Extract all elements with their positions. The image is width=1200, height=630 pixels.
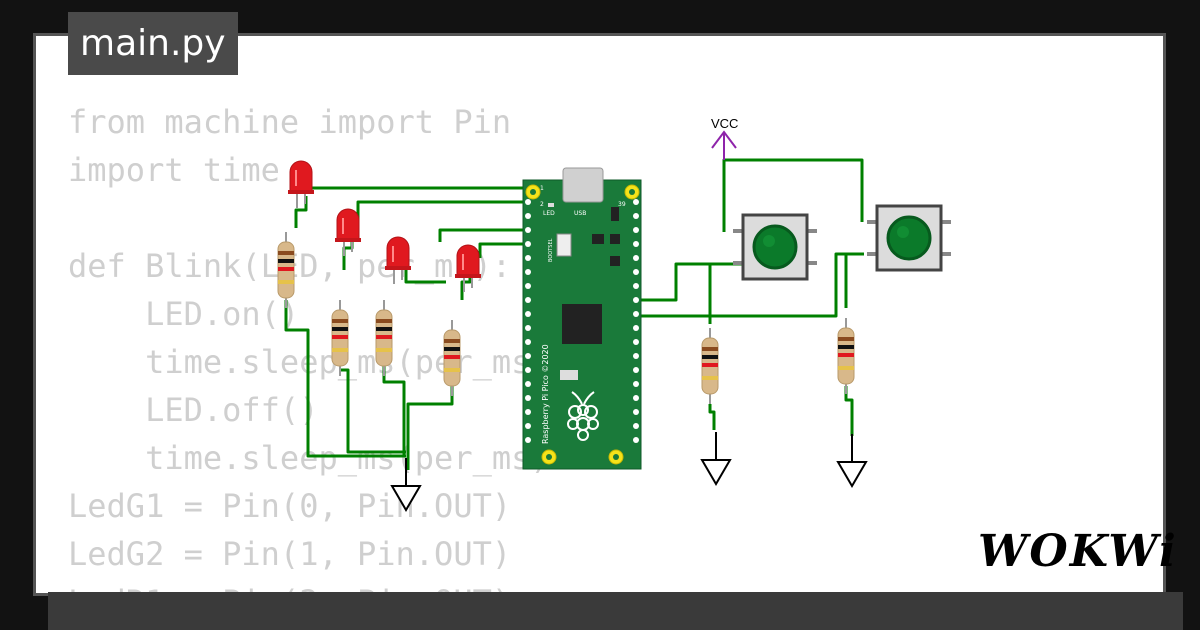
pushbutton-2[interactable]	[865, 204, 953, 272]
preview-card: from machine import Pin import time def Bl…	[33, 33, 1166, 596]
resistor-1[interactable]	[277, 231, 295, 309]
pin-label-1: 1	[540, 185, 544, 192]
card-shadow	[48, 592, 1183, 630]
header-pins-right	[633, 199, 639, 443]
code-line: LED.on()	[68, 295, 300, 333]
ground-symbol-1	[391, 457, 421, 511]
board-name-label: Raspberry Pi Pico ©2020	[541, 344, 550, 444]
file-tab[interactable]: main.py	[68, 12, 238, 75]
raspberry-pi-pico-board[interactable]: 1 2 39 LED USB BOOTSEL Raspberry Pi Pico…	[522, 167, 642, 470]
usb-silk-label: USB	[574, 210, 586, 217]
resistor-3[interactable]	[375, 299, 393, 377]
ground-symbol-2	[701, 431, 731, 485]
code-line: LED.off()	[68, 391, 319, 429]
bootsel-button[interactable]	[556, 233, 572, 257]
header-pins-left	[525, 199, 531, 443]
resistor-4[interactable]	[443, 319, 461, 397]
vcc-label: VCC	[711, 116, 738, 131]
pin-label-39: 39	[618, 201, 626, 208]
code-line: LedG2 = Pin(1, Pin.OUT)	[68, 535, 512, 573]
wokwi-logo: WOKWi	[978, 526, 1178, 577]
code-line: import time	[68, 151, 280, 189]
wires	[284, 158, 864, 470]
ground-symbol-3	[837, 433, 867, 487]
code-line: from machine import Pin	[68, 103, 512, 141]
code-line: def Blink(LED, per_ms):	[68, 247, 512, 285]
rp2040-chip	[562, 304, 602, 344]
resistor-5[interactable]	[701, 327, 719, 405]
led-silk-label: LED	[543, 210, 555, 217]
vcc-symbol: VCC	[711, 116, 738, 160]
raspberry-logo-icon	[567, 391, 599, 441]
bootsel-silk-label: BOOTSEL	[548, 238, 554, 262]
led-red-1[interactable]	[287, 160, 315, 209]
resistor-2[interactable]	[331, 299, 349, 377]
code-line: LedG1 = Pin(0, Pin.OUT)	[68, 487, 512, 525]
code-line: LedR1 = Pin(2, Pin.OUT)	[68, 578, 550, 593]
pin-label-2: 2	[540, 201, 544, 208]
led-red-4[interactable]	[454, 244, 482, 293]
code-editor: from machine import Pin import time def Bl…	[68, 98, 550, 593]
pushbutton-1[interactable]	[731, 213, 819, 281]
resistor-6[interactable]	[837, 317, 855, 395]
